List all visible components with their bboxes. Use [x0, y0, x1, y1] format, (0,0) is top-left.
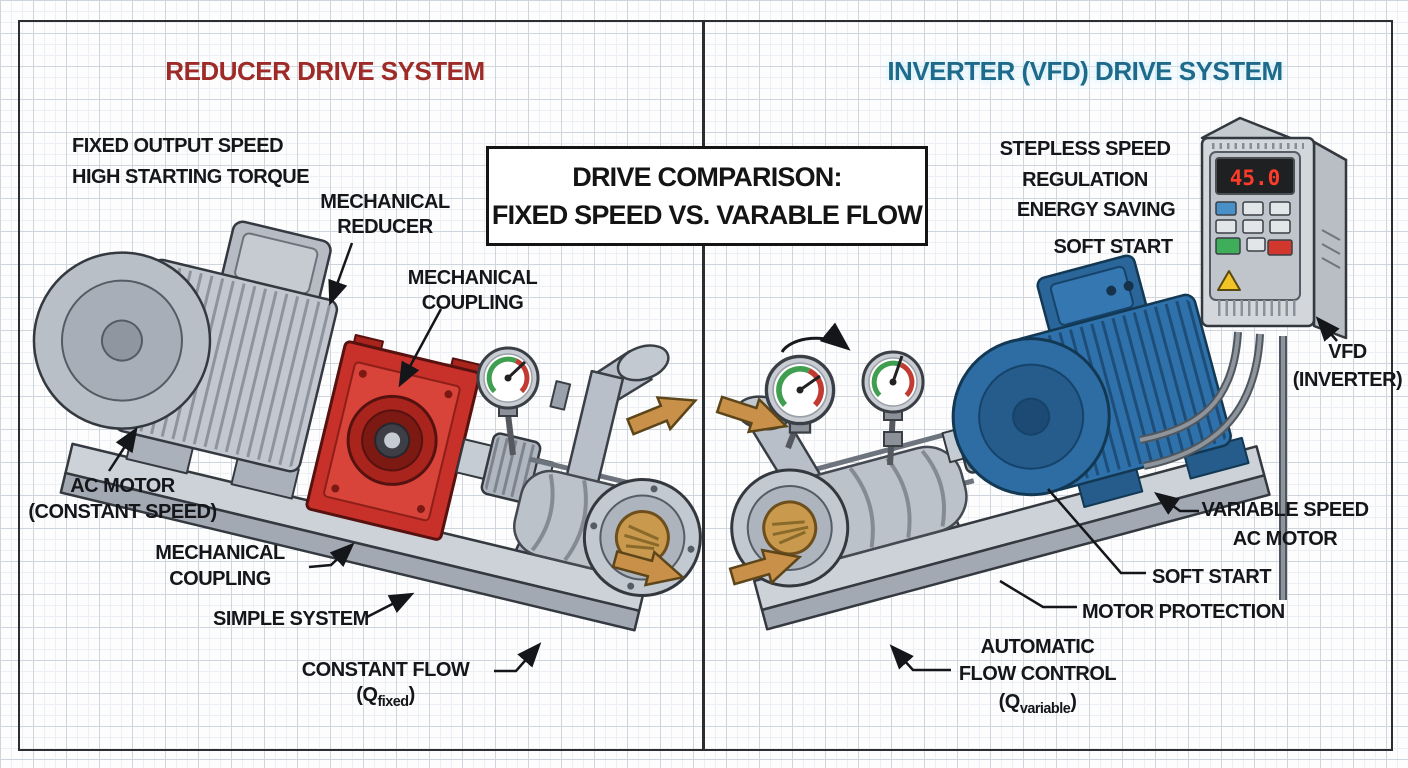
vfd-drive-assembly — [730, 254, 1271, 631]
q-variable-post: ) — [1070, 691, 1077, 713]
variable-speed-motor-blue — [951, 254, 1250, 508]
label-q-variable: (Qvariable) — [940, 687, 1135, 724]
left-panel-title: REDUCER DRIVE SYSTEM — [165, 56, 485, 86]
label-automatic-flow-control: AUTOMATIC FLOW CONTROL — [958, 636, 1117, 685]
label-soft-start: SOFT START — [1152, 566, 1272, 588]
q-fixed-pre: (Q — [356, 684, 378, 706]
label-vfd-inverter: VFD (INVERTER) — [1292, 341, 1403, 391]
vfd-display: 45.0 — [1230, 166, 1281, 190]
label-soft-start-feature: SOFT START — [1053, 236, 1173, 258]
label-constant-flow: CONSTANT FLOW — [301, 659, 470, 681]
warning-triangle-icon — [1217, 270, 1241, 291]
panel-divider — [702, 20, 705, 749]
leader-lines — [107, 242, 1340, 673]
label-energy-saving: ENERGY SAVING — [1016, 199, 1176, 221]
rotation-arrow — [780, 322, 851, 353]
label-motor-protection: MOTOR PROTECTION — [1082, 601, 1285, 623]
comparison-line-1: DRIVE COMPARISON: — [572, 162, 842, 192]
pressure-gauge-left — [478, 348, 538, 456]
label-mechanical-reducer: MECHANICAL REDUCER — [320, 191, 450, 238]
diagram-frame — [18, 20, 1393, 751]
q-variable-pre: (Q — [998, 691, 1021, 713]
label-mechanical-coupling-top: MECHANICAL COUPLING — [407, 267, 538, 314]
right-panel-title: INVERTER (VFD) DRIVE SYSTEM — [887, 56, 1283, 86]
ac-motor-gray — [32, 220, 339, 500]
q-fixed-post: ) — [408, 684, 416, 706]
label-mechanical-coupling-bottom: MECHANICAL COUPLING — [155, 542, 285, 590]
q-fixed-sub: fixed — [377, 694, 409, 710]
screw-pump-right — [730, 395, 975, 588]
label-ac-motor: AC MOTOR (CONSTANT SPEED) — [28, 475, 217, 523]
drive-comparison-box: DRIVE COMPARISON: FIXED SPEED VS. VARABL… — [486, 146, 928, 246]
label-q-fixed: (Qfixed) — [298, 680, 473, 717]
comparison-line-2: FIXED SPEED VS. VARABLE FLOW — [491, 200, 923, 230]
label-simple-system: SIMPLE SYSTEM — [213, 608, 369, 630]
label-variable-speed-motor: VARIABLE SPEED AC MOTOR — [1201, 499, 1369, 550]
vfd-inverter-unit: 45.0 — [1139, 116, 1348, 600]
reducer-drive-assembly — [32, 220, 702, 632]
pressure-gauge-right-1 — [766, 356, 833, 450]
flow-arrow-outlet-top — [622, 383, 703, 444]
label-stepless-speed: STEPLESS SPEED REGULATION — [999, 138, 1171, 191]
mechanical-reducer-gearbox — [305, 333, 482, 541]
q-variable-sub: variable — [1019, 701, 1071, 717]
label-fixed-output-speed: FIXED OUTPUT SPEED HIGH STARTING TORQUE — [72, 135, 310, 188]
pressure-gauge-right-2 — [863, 352, 923, 466]
